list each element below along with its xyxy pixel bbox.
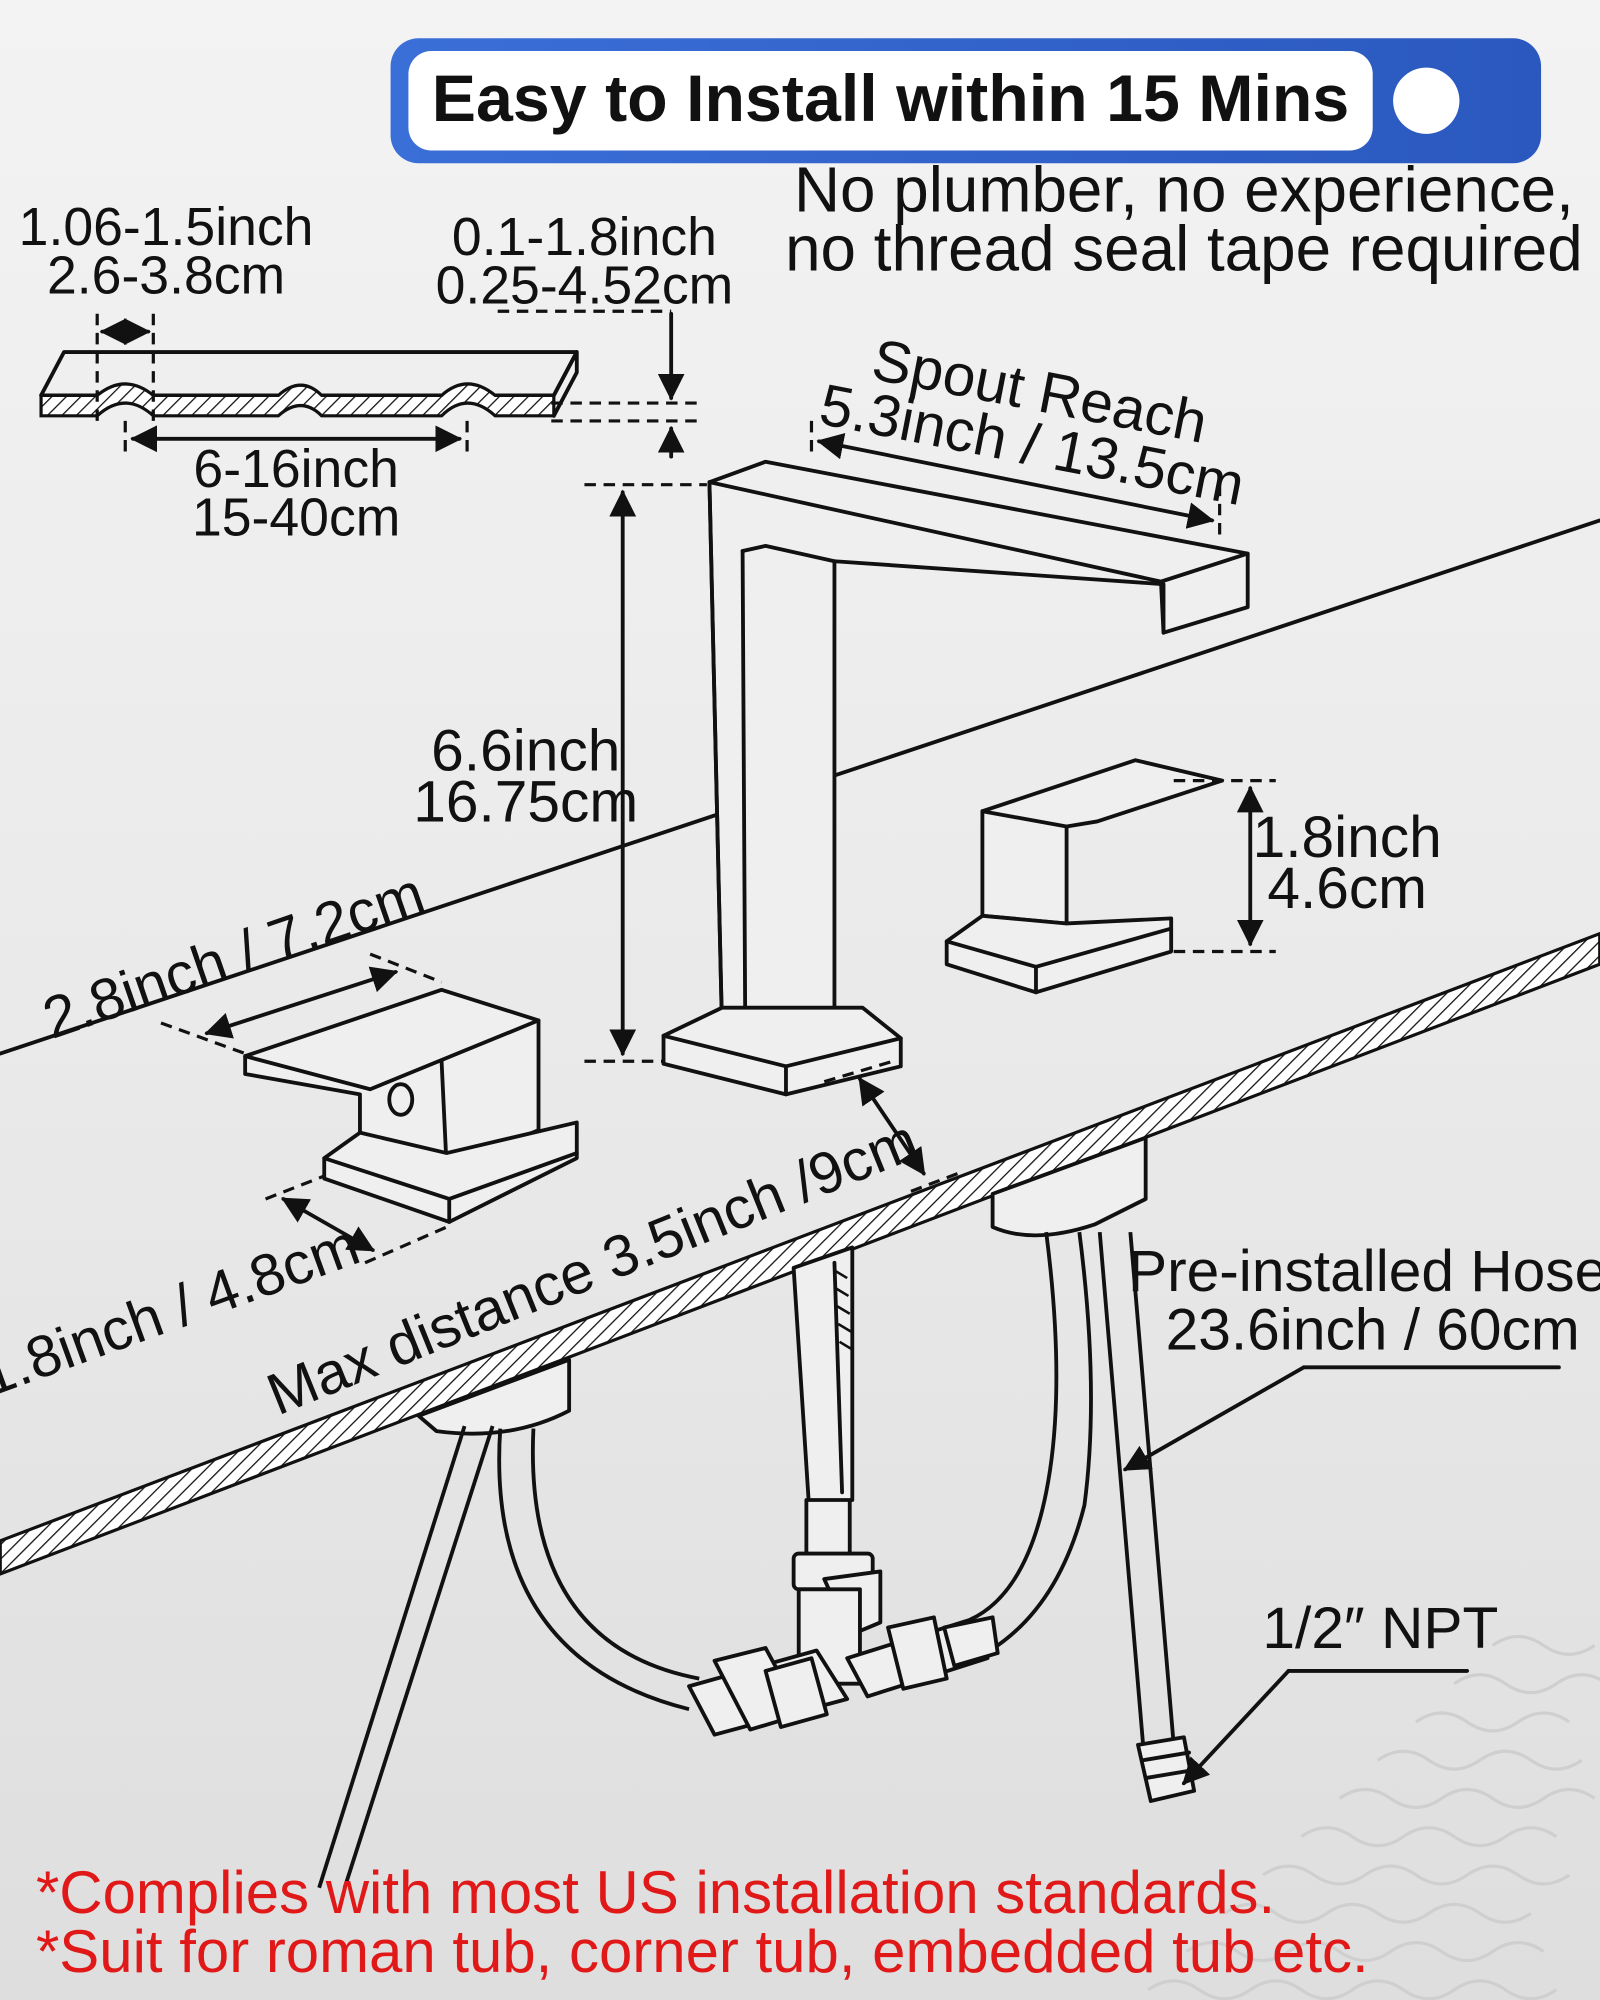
hole-spread-in: 6-16inch <box>193 440 398 499</box>
hole-spread-cm: 15-40cm <box>192 489 400 548</box>
hose-label: Pre-installed Hose <box>1128 1239 1600 1304</box>
deck-thickness-in: 0.1-1.8inch <box>452 208 717 267</box>
toggle-dot-icon <box>1393 67 1460 134</box>
note-tub-types: *Suit for roman tub, corner tub, embedde… <box>36 1918 1369 1985</box>
wave-decoration <box>1147 1634 1600 2000</box>
deck-hole-diagram <box>39 309 700 459</box>
faucet-handle-right <box>944 758 1225 995</box>
spout-height-cm: 16.75cm <box>413 769 638 834</box>
under-deck-shanks <box>416 1135 1148 1508</box>
header-subtitle-line1: No plumber, no experience, <box>794 154 1574 226</box>
faucet-handle-left <box>243 987 579 1224</box>
faucet-spout <box>661 459 1250 1097</box>
note-standards: *Complies with most US installation stan… <box>36 1859 1275 1926</box>
hole-diameter-cm: 2.6-3.8cm <box>47 246 285 305</box>
npt-connector-label: 1/2″ NPT <box>1262 1596 1498 1661</box>
handle-height-cm: 4.6cm <box>1267 856 1427 921</box>
hole-diameter-in: 1.06-1.5inch <box>19 198 314 257</box>
valve-body <box>687 1498 1000 1737</box>
spout-height-in: 6.6inch <box>431 718 620 783</box>
header-subtitle-line2: no thread seal tape required <box>785 212 1583 284</box>
hoses <box>317 1231 1197 1889</box>
header-banner: Easy to Install within 15 Mins <box>390 38 1542 164</box>
header-title: Easy to Install within 15 Mins <box>432 62 1350 136</box>
deck-thickness-cm: 0.25-4.52cm <box>436 257 734 316</box>
hose-length: 23.6inch / 60cm <box>1166 1297 1580 1362</box>
handle-height-in: 1.8inch <box>1253 805 1442 870</box>
